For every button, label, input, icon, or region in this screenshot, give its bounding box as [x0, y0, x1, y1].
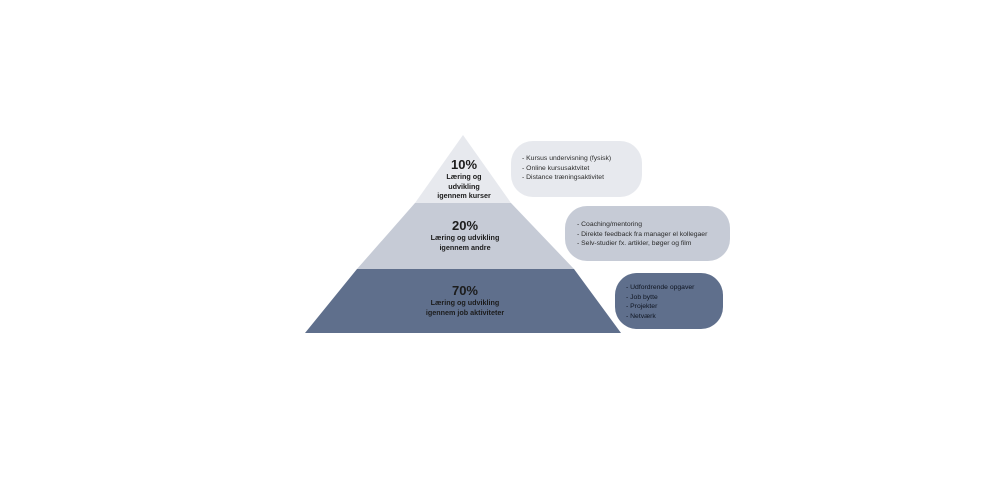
- tier-top-line-1: Læring og: [446, 172, 482, 181]
- tier-bottom-line-2: igennem job aktiviteter: [425, 307, 505, 317]
- tier-bottom-percent: 70%: [451, 283, 479, 298]
- tier-middle-description-box: - Coaching/mentoring - Direkte feedback …: [565, 206, 730, 261]
- pyramid-tier-middle: [357, 203, 574, 269]
- tier-top-label: 10% Læring og udvikling igennem kurser: [437, 157, 491, 201]
- tier-bottom-description-list: - Udfordrende opgaver - Job bytte - Proj…: [626, 283, 723, 321]
- list-item: - Online kursusaktvitet: [522, 164, 590, 172]
- list-item: - Netværk: [626, 312, 656, 320]
- tier-top-line-2: udvikling: [448, 181, 480, 191]
- tier-middle-description-list: - Coaching/mentoring - Direkte feedback …: [577, 220, 730, 249]
- tier-middle-line-1: Læring og udvikling: [430, 233, 500, 242]
- list-item: - Udfordrende opgaver: [626, 284, 695, 291]
- tier-bottom-label: 70% Læring og udvikling igennem job akti…: [426, 283, 504, 317]
- list-item: - Projekter: [626, 303, 658, 311]
- list-item: - Direkte feedback fra manager el kolleg…: [577, 230, 708, 238]
- pyramid-tier-top: [415, 135, 511, 203]
- tier-top-line-3: igennem kurser: [437, 191, 491, 200]
- tier-middle-percent: 20%: [451, 218, 479, 233]
- tier-top-description-box: - Kursus undervisning (fysisk) - Online …: [511, 141, 642, 197]
- tier-bottom-description-box: - Udfordrende opgaver - Job bytte - Proj…: [615, 273, 723, 329]
- tier-middle-label: 20% Læring og udvikling igennem andre: [431, 218, 500, 252]
- pyramid-tier-bottom: [305, 269, 621, 333]
- list-item: - Kursus undervisning (fysisk): [522, 155, 612, 162]
- tier-bottom-line-1: Læring og udvikling: [430, 298, 500, 307]
- tier-middle-line-2: igennem andre: [439, 242, 491, 252]
- list-item: - Distance træningsaktivitet: [522, 174, 604, 182]
- list-item: - Coaching/mentoring: [577, 221, 642, 228]
- tier-top-description-list: - Kursus undervisning (fysisk) - Online …: [522, 154, 642, 183]
- list-item: - Selv-studier fx. artikler, bøger og fi…: [577, 240, 692, 248]
- tier-top-percent: 10%: [450, 157, 478, 172]
- list-item: - Job bytte: [626, 293, 658, 301]
